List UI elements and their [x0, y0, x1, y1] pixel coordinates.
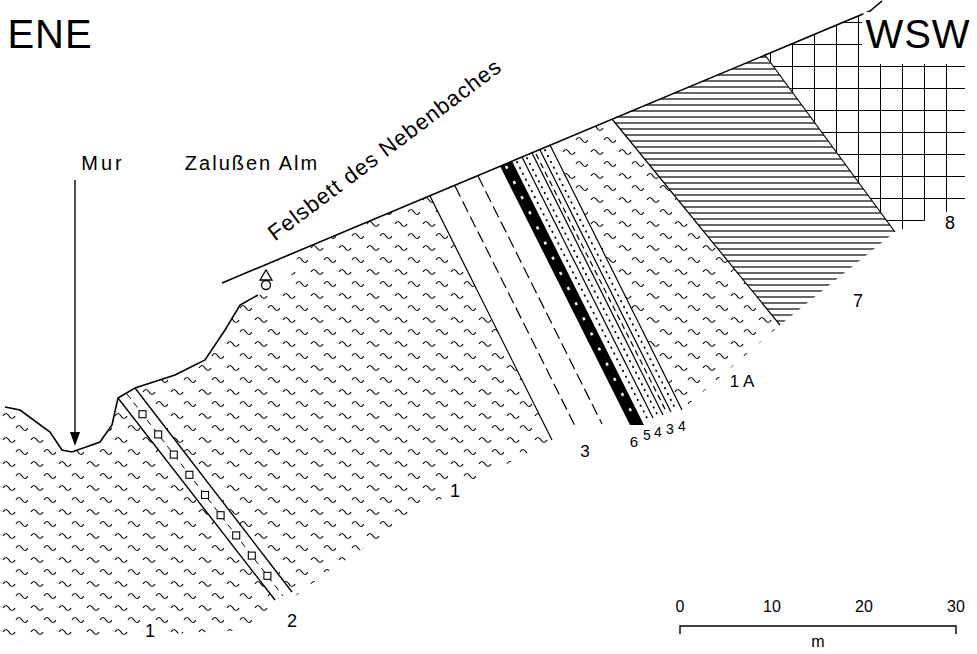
- unit-number: 6: [628, 434, 640, 451]
- river-name: Mur: [79, 152, 126, 174]
- unit-boundary: [612, 119, 780, 325]
- scale-number: 10: [761, 598, 783, 616]
- river-arrow: [74, 180, 75, 436]
- valley-surface: [5, 295, 258, 452]
- band-squares: [139, 411, 271, 580]
- unit-number: 7: [851, 292, 865, 312]
- unit-2-band: [118, 388, 292, 600]
- stream-bed-label: Felsbett des Nebenbaches: [262, 53, 508, 247]
- unit-boundary: [430, 196, 552, 440]
- band-boundary: [135, 388, 292, 592]
- unit-number: 2: [285, 612, 299, 632]
- unit-5-dots: [517, 162, 648, 420]
- compass-direction: ENE: [5, 12, 94, 56]
- scale-number: 0: [674, 598, 687, 616]
- unit-3-dashes: [536, 154, 667, 413]
- scale-number: 30: [945, 598, 967, 616]
- scale-number: 20: [853, 598, 875, 616]
- unit-number: 4: [652, 425, 664, 440]
- unit-4-dots: [545, 150, 676, 410]
- unit-boundary: [550, 145, 682, 410]
- stream-bed-surface: [222, 1, 882, 283]
- unit-number: 3: [664, 422, 676, 437]
- unit-number: 1: [448, 482, 462, 502]
- river-arrowhead: [70, 432, 80, 446]
- compass-direction: WSW: [863, 12, 972, 56]
- alm-symbol: [260, 270, 272, 280]
- unit-1-area: [0, 196, 552, 642]
- place-name: Zalußen Alm: [183, 152, 321, 174]
- unit-4-dots: [527, 158, 658, 416]
- unit-3-dashes: [455, 186, 575, 426]
- unit-6-band: [500, 161, 644, 425]
- unit-number: 4: [676, 419, 688, 434]
- unit-boundary: [540, 150, 671, 412]
- band-boundary: [118, 398, 275, 600]
- scale-unit: m: [809, 633, 826, 651]
- unit-boundary: [765, 55, 895, 232]
- unit-number: 1 A: [728, 373, 757, 392]
- unit-number: 1: [143, 622, 157, 642]
- unit-boundary: [532, 153, 663, 415]
- unit-number: 3: [578, 443, 591, 462]
- unit-6-ticks: [506, 166, 637, 423]
- unit-number: 8: [943, 214, 957, 234]
- alm-symbol: [262, 281, 271, 290]
- band-centre-dash: [127, 394, 283, 596]
- unit-boundary: [522, 157, 653, 418]
